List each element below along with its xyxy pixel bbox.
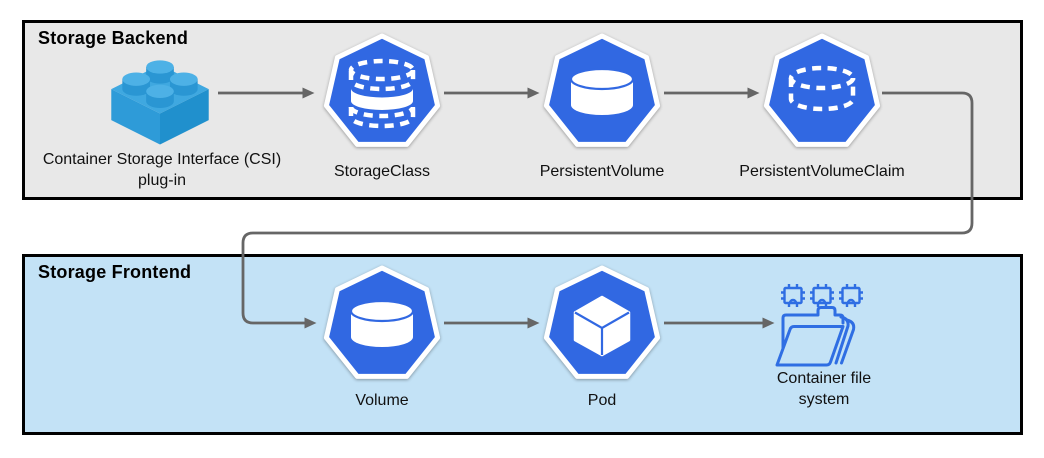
volume-label: Volume — [355, 392, 409, 409]
storageclass-node — [323, 33, 441, 147]
cylinder-dashed-icon — [788, 65, 856, 112]
database-stack-dashed-icon — [348, 58, 416, 129]
persistentvolume-node — [543, 33, 661, 147]
container-file-system-label: Container file system — [776, 370, 872, 408]
pod-label: Pod — [587, 392, 617, 409]
storage-backend-title: Storage Backend — [38, 28, 189, 48]
cube-icon — [573, 295, 631, 357]
cylinder-solid-icon — [349, 299, 415, 347]
storage-frontend-title: Storage Frontend — [38, 262, 192, 282]
open-folder-icon — [775, 306, 856, 367]
persistentvolume-label: PersistentVolume — [539, 163, 665, 180]
pod-node — [543, 265, 661, 379]
chip-icons — [781, 284, 863, 307]
persistentvolumeclaim-node — [763, 33, 881, 147]
storageclass-label: StorageClass — [333, 163, 431, 180]
heptagon-icon — [323, 33, 441, 147]
csi-lego-brick-icon — [111, 60, 209, 145]
cylinder-solid-icon — [569, 67, 635, 115]
persistentvolumeclaim-label: PersistentVolumeClaim — [739, 163, 905, 180]
csi-plugin-label: Container Storage Interface (CSI) plug-i… — [42, 151, 282, 189]
volume-node — [323, 265, 441, 379]
container-file-system-icon — [775, 284, 863, 367]
